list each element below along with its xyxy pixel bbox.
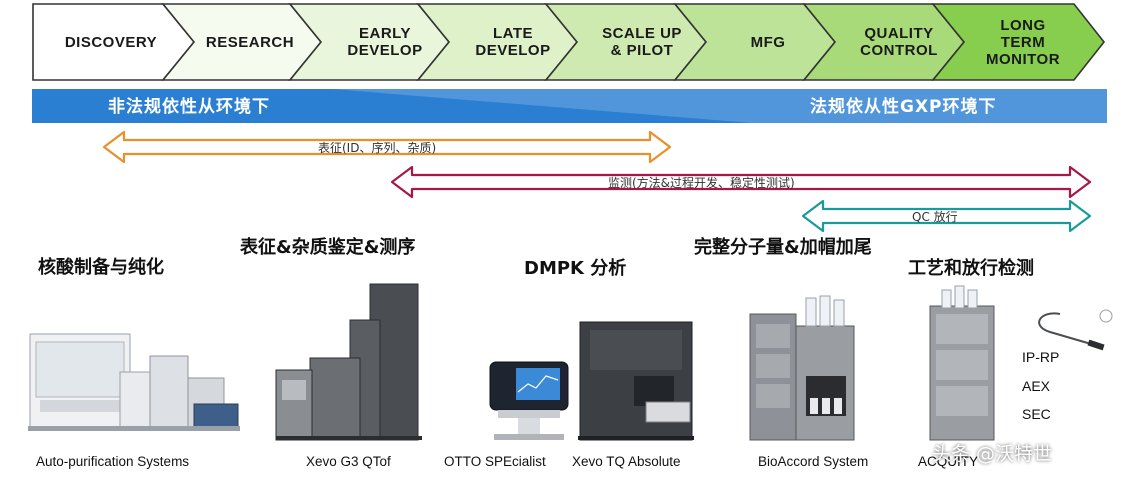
- otto-specialist-image: [489, 361, 569, 440]
- characterization-arrow-label: 表征(ID、序列、杂质): [318, 141, 437, 155]
- instrument-label-otto-specialist: OTTO SPEcialist: [444, 454, 546, 469]
- section-dmpk: DMPK 分析: [524, 258, 627, 279]
- monitoring-arrow: [390, 165, 1092, 199]
- auto-purification-system-image: [28, 333, 240, 431]
- stage-label-discovery: DISCOVERY: [64, 33, 158, 51]
- acquity-system-image: [929, 285, 995, 441]
- capability-arrows: [102, 130, 1092, 233]
- non-regulated-label: 非法规依性从环境下: [108, 97, 270, 117]
- mode-sec: SEC: [1022, 406, 1051, 422]
- section-process-release: 工艺和放行检测: [908, 258, 1034, 279]
- instrument-label-xevo-tq-absolute: Xevo TQ Absolute: [572, 454, 681, 469]
- stage-chevron-long-term-monitor: [931, 3, 1106, 81]
- watermark: 头条 @沃特世: [932, 443, 1053, 465]
- section-intact-mass: 完整分子量&加帽加尾: [694, 237, 872, 258]
- lc-column-image: [1038, 309, 1113, 351]
- stage-label-late-develop: LATE DEVELOP: [475, 25, 551, 59]
- instrument-label-acquity: ACQUITY: [918, 454, 979, 469]
- stage-label-scale-up: SCALE UP & PILOT: [602, 25, 682, 59]
- stage-label-early-develop: EARLY DEVELOP: [347, 25, 423, 59]
- mode-aex: AEX: [1022, 378, 1051, 394]
- qc-release-arrow-label: QC 放行: [912, 210, 958, 224]
- section-nucleic-acid-prep: 核酸制备与纯化: [38, 257, 164, 278]
- monitoring-arrow-label: 监测(方法&过程开发、稳定性测试): [608, 176, 795, 190]
- xevo-tq-absolute-image: [578, 321, 694, 441]
- bioaccord-system-image: [749, 295, 855, 441]
- stage-label-long-term-monitor: LONG TERM MONITOR: [985, 16, 1061, 68]
- instrument-illustrations: [28, 283, 1113, 441]
- xevo-g3-qtof-image: [275, 283, 422, 441]
- characterization-arrow: [102, 130, 672, 164]
- regulatory-band: [32, 89, 1107, 123]
- stage-chevron-bar: [32, 3, 1106, 81]
- instrument-label-auto-purification: Auto-purification Systems: [36, 454, 190, 469]
- instrument-label-bioaccord: BioAccord System: [758, 454, 869, 469]
- qc-release-arrow: [801, 199, 1092, 233]
- stage-label-research: RESEARCH: [205, 33, 295, 51]
- mode-ip-rp: IP-RP: [1022, 349, 1060, 365]
- regulated-gxp-label: 法规依从性GXP环境下: [810, 97, 997, 117]
- stage-label-quality-control: QUALITY CONTROL: [860, 25, 938, 59]
- instrument-label-xevo-g3-qtof: Xevo G3 QTof: [306, 454, 391, 469]
- stage-label-mfg: MFG: [750, 33, 786, 51]
- section-characterization: 表征&杂质鉴定&测序: [240, 237, 416, 258]
